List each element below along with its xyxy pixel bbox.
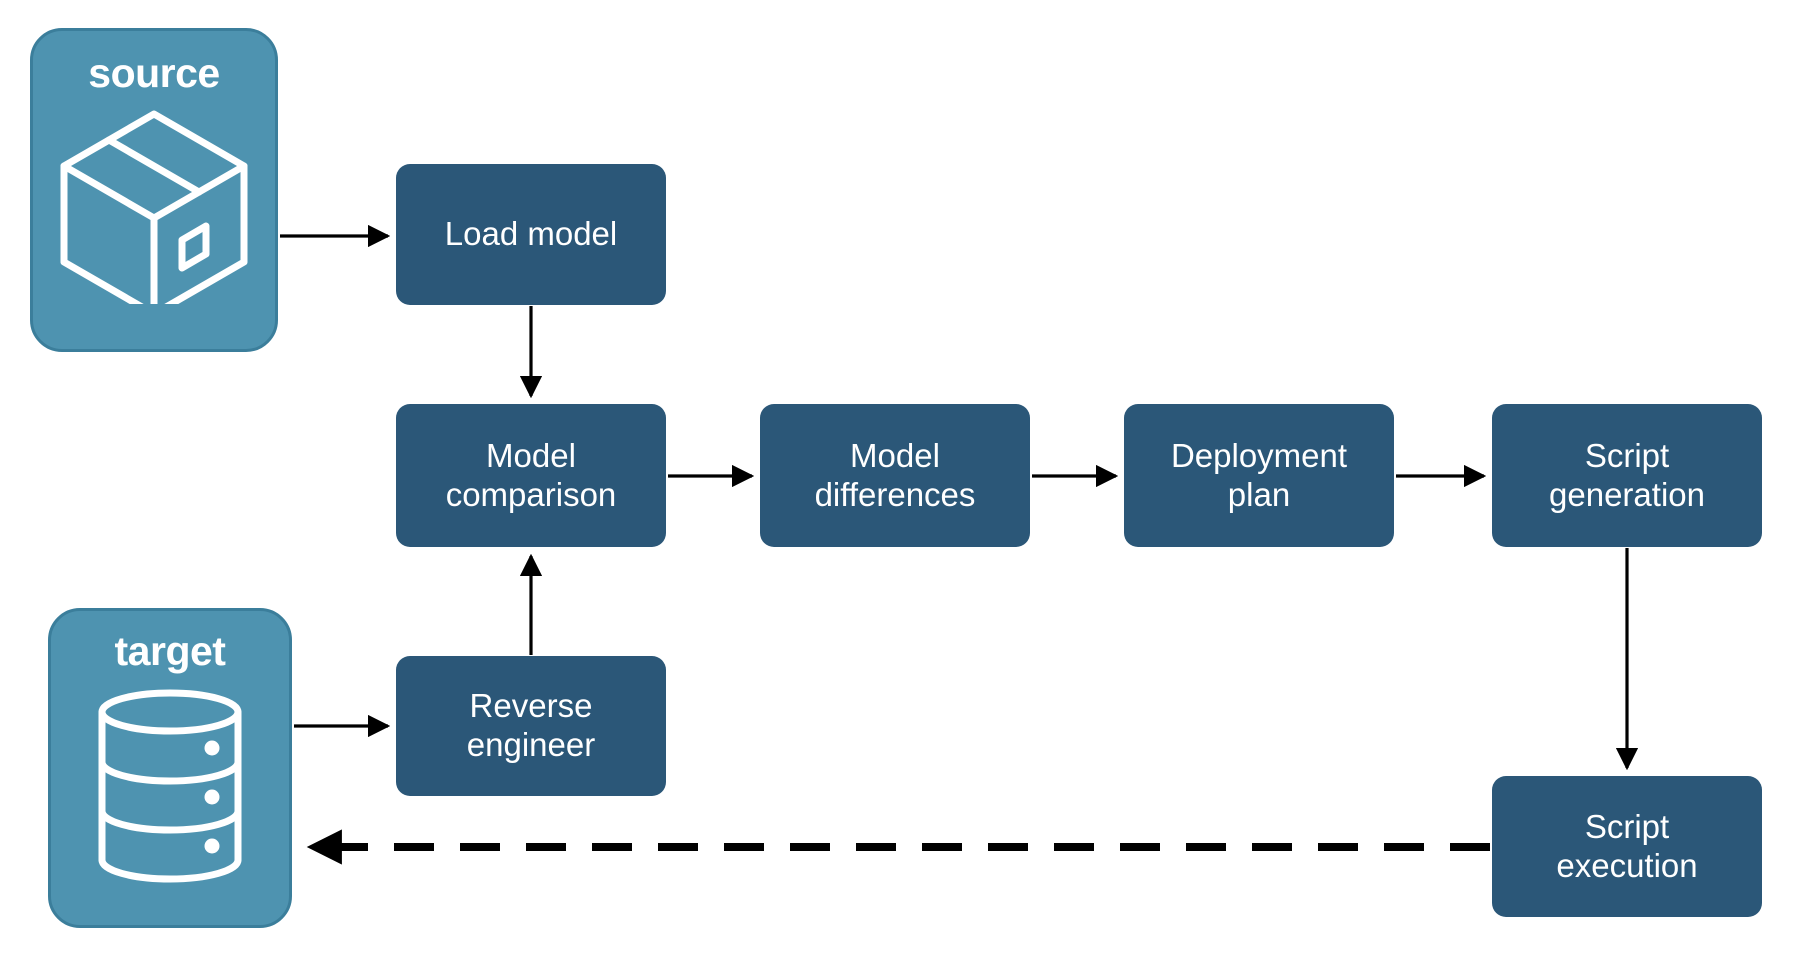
target-endpoint-node[interactable]: target bbox=[48, 608, 292, 928]
process-deployment-plan[interactable]: Deployment plan bbox=[1124, 404, 1394, 547]
process-script-execution[interactable]: Script execution bbox=[1492, 776, 1762, 917]
source-endpoint-node[interactable]: source bbox=[30, 28, 278, 352]
process-deployment-plan-line-1: Deployment bbox=[1170, 436, 1348, 474]
source-label: source bbox=[88, 50, 220, 96]
process-model-differences-line-1: Model bbox=[850, 436, 940, 474]
database-cylinder-icon bbox=[98, 689, 242, 883]
process-model-comparison-line-2: comparison bbox=[445, 475, 617, 513]
package-box-icon bbox=[60, 110, 248, 304]
process-model-comparison[interactable]: Model comparison bbox=[396, 404, 666, 547]
process-model-comparison-line-1: Model bbox=[486, 436, 576, 474]
process-reverse-engineer[interactable]: Reverse engineer bbox=[396, 656, 666, 796]
process-load-model-line-1: Load model bbox=[444, 215, 618, 253]
process-reverse-engineer-line-1: Reverse bbox=[469, 687, 593, 725]
process-script-execution-line-2: execution bbox=[1556, 846, 1698, 884]
process-reverse-engineer-line-2: engineer bbox=[466, 726, 596, 763]
process-model-differences-line-2: differences bbox=[814, 475, 976, 513]
target-label: target bbox=[114, 628, 226, 674]
process-script-generation-line-2: generation bbox=[1549, 475, 1705, 513]
process-script-generation[interactable]: Script generation bbox=[1492, 404, 1762, 547]
process-script-execution-line-1: Script bbox=[1584, 807, 1670, 845]
process-script-generation-line-1: Script bbox=[1584, 436, 1670, 474]
process-deployment-plan-line-2: plan bbox=[1227, 475, 1291, 513]
process-load-model[interactable]: Load model bbox=[396, 164, 666, 305]
process-model-differences[interactable]: Model differences bbox=[760, 404, 1030, 547]
